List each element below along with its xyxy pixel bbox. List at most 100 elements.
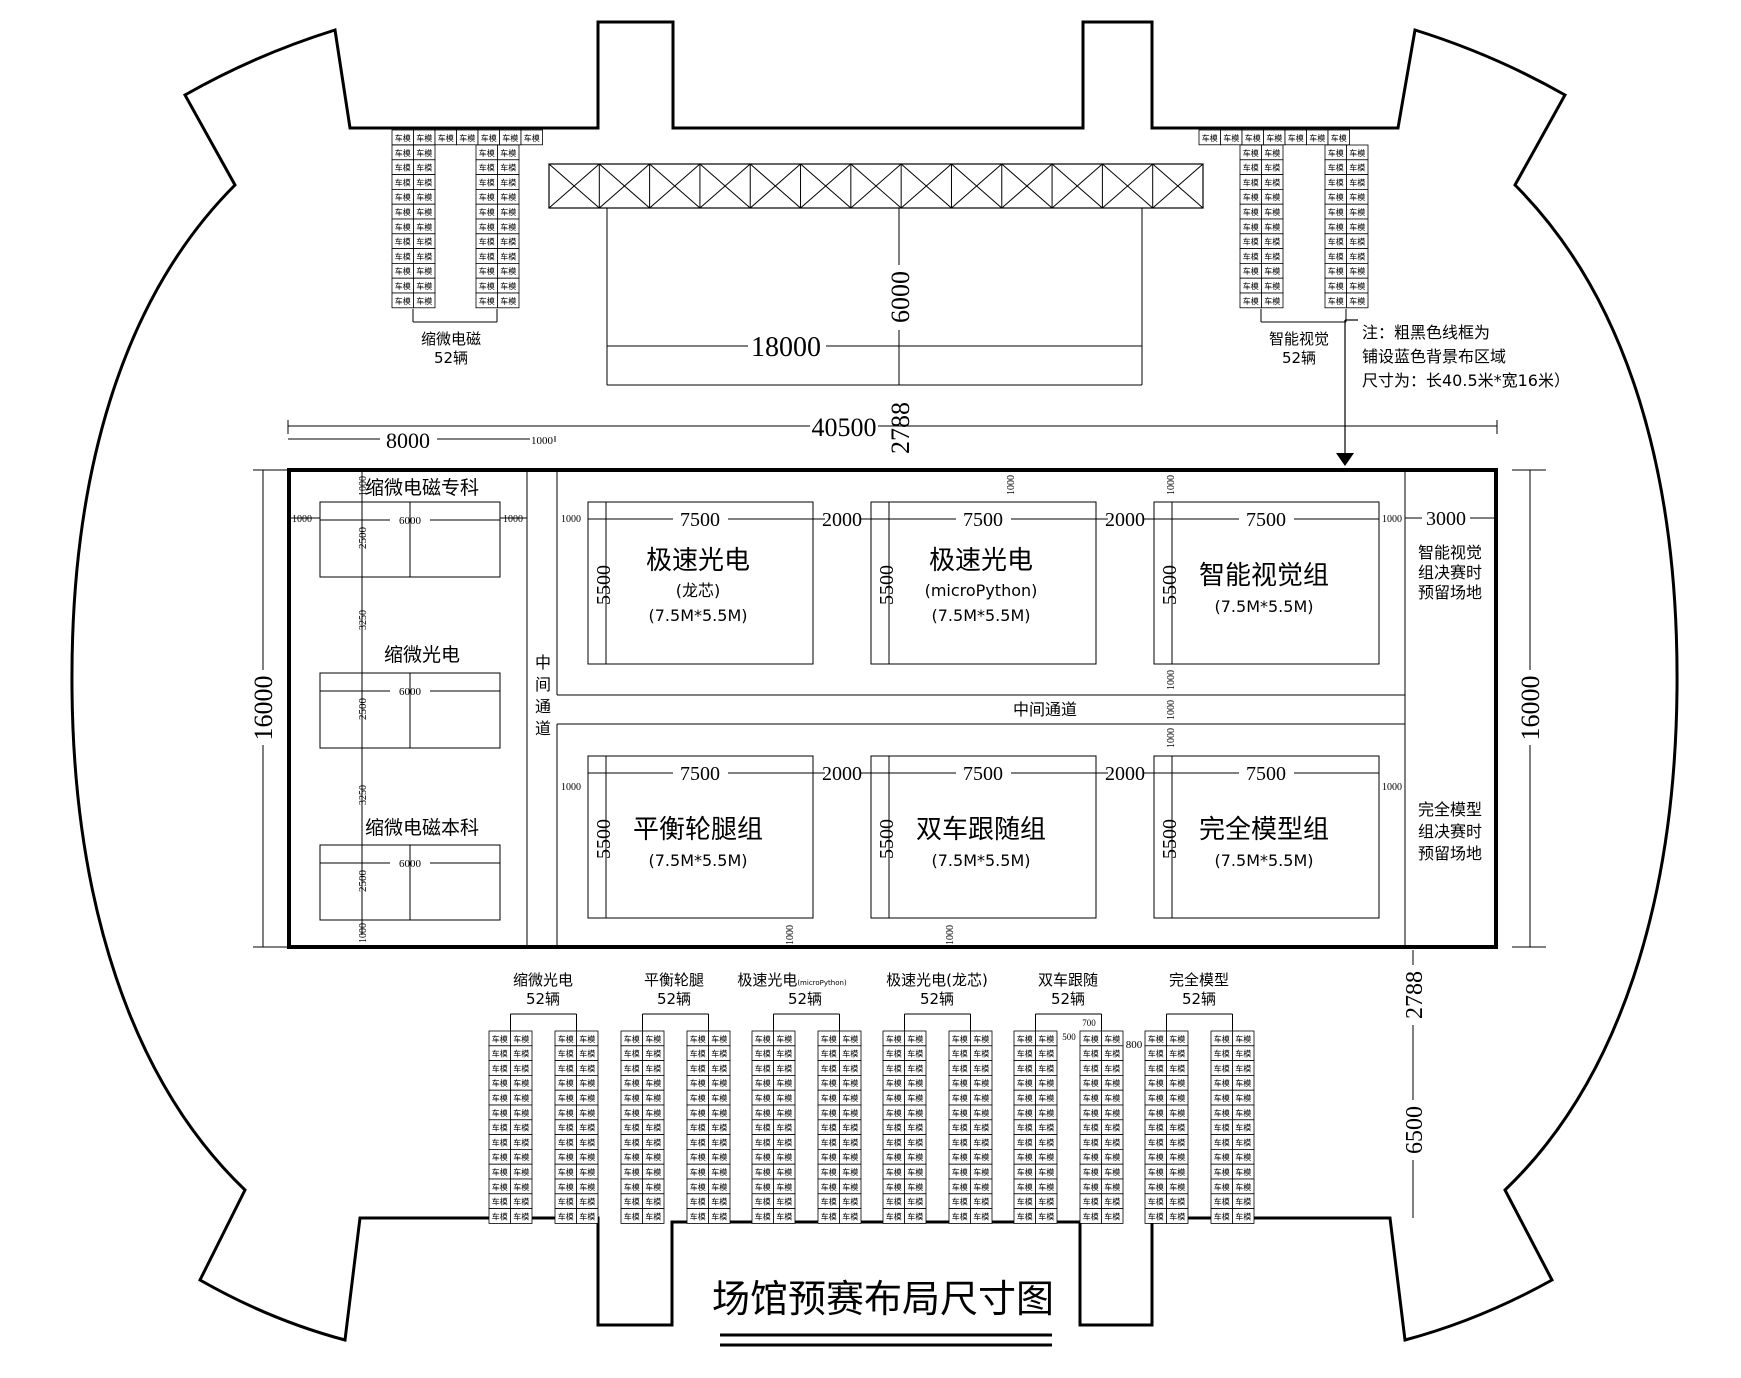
car-pit-cell-label: 车模 [1083,1049,1099,1059]
aisle-vertical-char: 间 [535,675,551,694]
left-field-height-dim: 2500 [357,698,369,721]
car-pit-cell-label: 车模 [479,177,495,187]
car-pit-cell [904,1208,927,1224]
field-box [870,755,1097,919]
car-pit-cell-label: 车模 [1349,192,1365,202]
car-pit-cell-label: 车模 [624,1197,640,1207]
left-field-name: 缩微电磁本科 [365,817,479,839]
car-pit-cell-label: 车模 [1169,1167,1185,1177]
field-sub: (microPython) [925,581,1038,600]
car-pit-cell-label: 车模 [479,281,495,291]
car-pit-cell-label: 车模 [395,237,411,247]
car-pit-cell-label: 车模 [624,1211,640,1221]
car-pit-cell-label: 车模 [973,1093,989,1103]
car-pit-cell-label: 车模 [492,1197,508,1207]
car-pit-cell-label: 车模 [1038,1108,1054,1118]
car-pit-cell-label: 车模 [1169,1137,1185,1147]
car-pit-cell-label: 车模 [1235,1063,1251,1073]
car-pit-cell-label: 车模 [513,1182,529,1192]
car-pit-cell-label: 车模 [1214,1152,1230,1162]
field-sub: (龙芯) [676,581,721,600]
car-pit-cell-label: 车模 [1038,1034,1054,1044]
car-pit-cell-label: 车模 [1349,163,1365,173]
field-name: 平衡轮腿组 [633,815,763,845]
car-pit-cell-label: 车模 [1243,177,1259,187]
field-box [870,501,1097,665]
field-name: 极速光电 [929,546,1033,576]
car-pit-cell-label: 车模 [1169,1197,1185,1207]
car-pit-cell-label: 车模 [395,222,411,232]
note-line-3: 尺寸为：长40.5米*宽16米） [1362,371,1570,390]
car-pit-cell-label: 车模 [492,1137,508,1147]
car-pit-cell-label: 车模 [1243,207,1259,217]
car-pit-cell-label: 车模 [690,1034,706,1044]
car-pit-cell-label: 车模 [711,1152,727,1162]
car-pit-cell-label: 车模 [711,1167,727,1177]
field-edge-dim: 1000 [1382,514,1402,525]
car-pit-cell-label: 车模 [1148,1152,1164,1162]
car-pit-cell-label: 车模 [1202,133,1218,143]
left-margin-bottom-dim: 1000 [358,923,369,943]
car-pit-cell-label: 车模 [1235,1108,1251,1118]
car-pit-cell-label: 车模 [690,1093,706,1103]
car-pit-cell-label: 车模 [842,1063,858,1073]
car-pit-cell-label: 车模 [1235,1078,1251,1088]
car-pit-cell-label: 车模 [776,1182,792,1192]
car-pit-cell-label: 车模 [776,1123,792,1133]
left-margin-top-dim: 1000 [358,476,369,496]
car-pit-cell [1166,1208,1189,1224]
car-pit-cell-label: 车模 [1235,1137,1251,1147]
top-pit-left-count: 52辆 [434,349,468,367]
note-arrow [1336,319,1358,466]
car-pit-cell-label: 车模 [690,1123,706,1133]
car-pit-cell-label: 车模 [1038,1137,1054,1147]
car-pit-cell-label: 车模 [952,1152,968,1162]
car-pit-cell-label: 车模 [842,1123,858,1133]
car-pit-cell-label: 车模 [624,1182,640,1192]
car-pit-cell-label: 车模 [1349,207,1365,217]
car-pit-cell-label: 车模 [1148,1137,1164,1147]
car-pit-cell-label: 车模 [416,133,432,143]
car-pit-cell-label: 车模 [821,1197,837,1207]
car-pit-cell-label: 车模 [1328,266,1344,276]
top-dimension-line [287,420,1498,442]
car-pit-cell-label: 车模 [500,177,516,187]
top-pit-right-name: 智能视觉 [1269,330,1329,348]
car-pit-cell [1232,1208,1255,1224]
reserved-top-line-2: 组决赛时 [1418,563,1482,582]
car-pit-cell-label: 车模 [1169,1123,1185,1133]
car-pit-cell-label: 车模 [821,1108,837,1118]
car-pit-cell-label: 车模 [755,1197,771,1207]
car-pit-cell-label: 车模 [1083,1093,1099,1103]
truss-brace [548,163,600,209]
car-pit-cell-label: 车模 [1038,1197,1054,1207]
car-pit-cell-label: 车模 [395,192,411,202]
car-pit-cell-label: 车模 [1038,1078,1054,1088]
car-pit-cell-label: 车模 [416,266,432,276]
car-pit-cell-label: 车模 [1017,1137,1033,1147]
field-height-dim: 5500 [593,565,615,605]
aisle-vertical-char: 道 [535,719,551,738]
car-pit-cell [839,1208,862,1224]
car-pit-cell-label: 车模 [886,1049,902,1059]
car-pit-cell-label: 车模 [776,1167,792,1177]
note-line-2: 铺设蓝色背景布区域 [1362,347,1506,366]
car-pit-cell-label: 车模 [579,1108,595,1118]
car-pit-cell-label: 车模 [886,1063,902,1073]
car-pit-cell-label: 车模 [1148,1063,1164,1073]
car-pit-cell-label: 车模 [513,1197,529,1207]
car-pit-cell-label: 车模 [821,1063,837,1073]
car-pit-cell-label: 车模 [755,1182,771,1192]
car-pit-cell-label: 车模 [1083,1197,1099,1207]
field-edge-dim: 1000 [945,925,956,945]
car-pit-cell-label: 车模 [416,222,432,232]
car-pit-cell-label: 车模 [842,1211,858,1221]
bottom-pit-3-name: 极速光电(microPython) [737,971,847,989]
car-pit-cell-label: 车模 [645,1108,661,1118]
car-pit-cell [708,1208,731,1224]
bottom-pit-4-count: 52辆 [920,990,954,1008]
car-pit-cell-label: 车模 [1104,1034,1120,1044]
car-pit-cell-label: 车模 [886,1197,902,1207]
car-pit-cell-label: 车模 [558,1197,574,1207]
